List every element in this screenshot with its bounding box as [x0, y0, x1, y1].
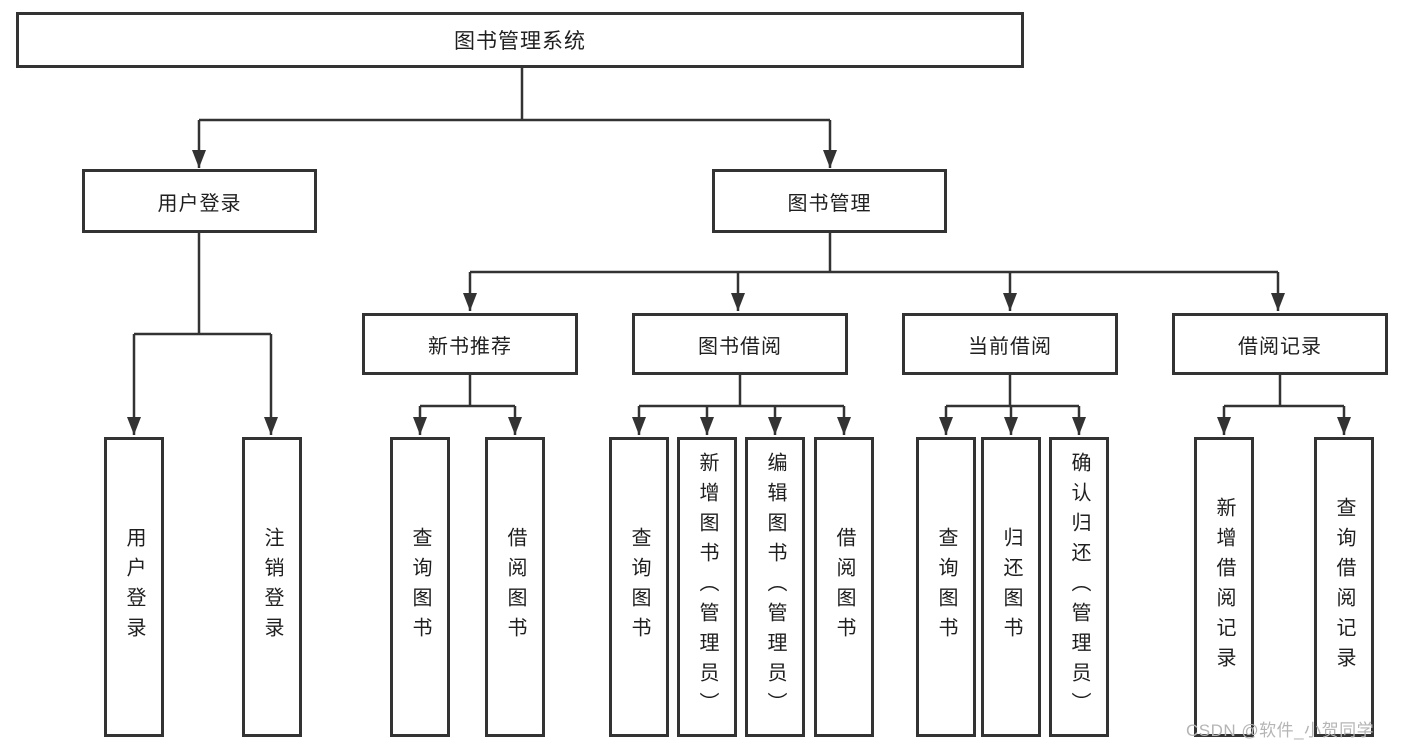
leaf-label: 归还图书: [1000, 527, 1022, 647]
leaf-query-borrow-record: 查询借阅记录: [1314, 437, 1374, 737]
leaf-label: 用户登录: [123, 527, 145, 647]
leaf-query-book: 查询图书: [916, 437, 976, 737]
leaf-label: 编辑图书（管理员）: [764, 452, 786, 722]
node-label: 用户登录: [157, 192, 242, 215]
node-user-login: 用户登录: [82, 169, 317, 233]
leaf-label: 确认归还（管理员）: [1068, 452, 1090, 722]
leaf-query-book: 查询图书: [390, 437, 450, 737]
node-label: 借阅记录: [1238, 335, 1322, 358]
leaf-label: 注销登录: [261, 527, 283, 647]
node-borrow-records: 借阅记录: [1172, 313, 1388, 375]
leaf-edit-book-admin: 编辑图书（管理员）: [745, 437, 805, 737]
leaf-borrow-book: 借阅图书: [814, 437, 874, 737]
leaf-logout: 注销登录: [242, 437, 302, 737]
leaf-label: 借阅图书: [504, 527, 526, 647]
leaf-add-book-admin: 新增图书（管理员）: [677, 437, 737, 737]
leaf-confirm-return-admin: 确认归还（管理员）: [1049, 437, 1109, 737]
node-label: 图书管理: [787, 192, 872, 215]
leaf-query-book: 查询图书: [609, 437, 669, 737]
leaf-return-book: 归还图书: [981, 437, 1041, 737]
csdn-watermark: CSDN @软件_小贺同学: [1186, 721, 1375, 740]
leaf-label: 借阅图书: [833, 527, 855, 647]
leaf-borrow-book: 借阅图书: [485, 437, 545, 737]
leaf-add-borrow-record: 新增借阅记录: [1194, 437, 1254, 737]
leaf-label: 查询图书: [935, 527, 957, 647]
node-library-system-root: 图书管理系统: [16, 12, 1024, 68]
leaf-label: 新增借阅记录: [1213, 497, 1235, 677]
node-book-borrow: 图书借阅: [632, 313, 848, 375]
node-new-book-recommend: 新书推荐: [362, 313, 578, 375]
node-label: 当前借阅: [968, 335, 1052, 358]
node-book-management: 图书管理: [712, 169, 947, 233]
leaf-label: 查询图书: [409, 527, 431, 647]
node-label: 图书管理系统: [454, 30, 586, 53]
node-label: 图书借阅: [698, 335, 782, 358]
leaf-label: 查询借阅记录: [1333, 497, 1355, 677]
node-label: 新书推荐: [428, 335, 512, 358]
leaf-user-login: 用户登录: [104, 437, 164, 737]
node-current-borrow: 当前借阅: [902, 313, 1118, 375]
leaf-label: 新增图书（管理员）: [696, 452, 718, 722]
leaf-label: 查询图书: [628, 527, 650, 647]
